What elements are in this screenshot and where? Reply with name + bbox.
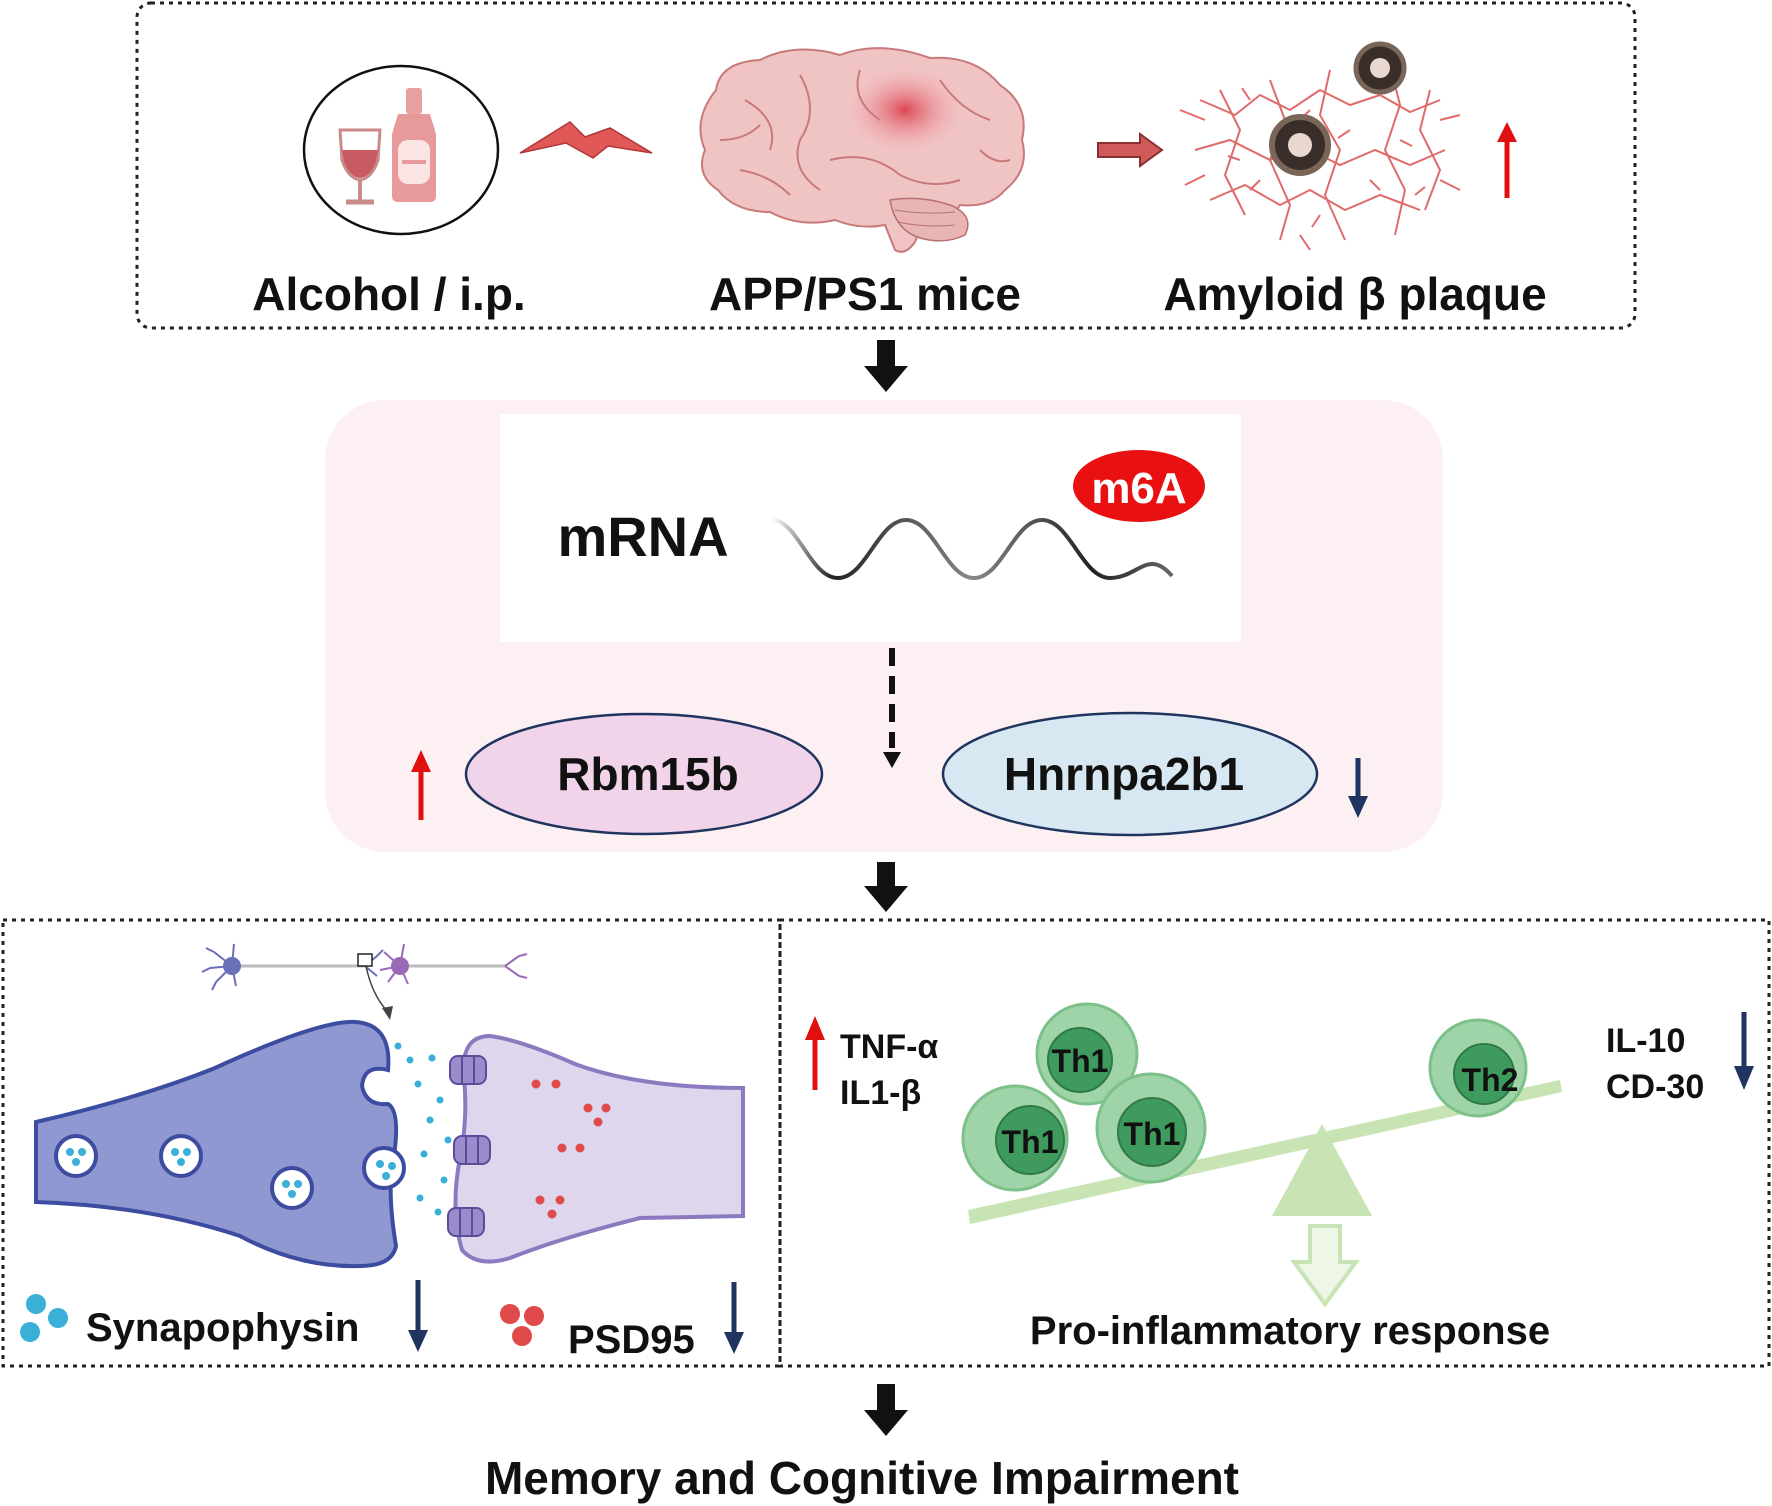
th1-cell-top: Th1 — [1035, 1002, 1139, 1106]
outcome-label: Memory and Cognitive Impairment — [485, 1452, 1239, 1504]
flow-arrow-1-icon — [864, 340, 908, 392]
right-arrow-icon — [1097, 132, 1164, 168]
wine-glass-icon — [338, 128, 382, 205]
mrna-label: mRNA — [557, 505, 728, 568]
double-arrow-icon — [1290, 1224, 1360, 1308]
hnrnpa2b1-node: Hnrnpa2b1 — [941, 711, 1319, 837]
il10-label: IL-10 — [1606, 1022, 1685, 1060]
synapse-illustration — [34, 1019, 745, 1269]
flow-arrow-2-icon — [864, 862, 908, 912]
il1-label: IL1-β — [840, 1074, 921, 1112]
seesaw-fulcrum — [1272, 1124, 1372, 1216]
bottom-right-frame — [778, 918, 1771, 1368]
psd95-down-arrow-icon — [724, 1282, 744, 1354]
th2-label: Th2 — [1462, 1062, 1519, 1098]
th1-cell-right: Th1 — [1095, 1072, 1207, 1184]
psd95-dots — [531, 1079, 611, 1219]
th1-label: Th1 — [1124, 1116, 1181, 1152]
hnrnpa2b1-down-arrow-icon — [1348, 758, 1368, 818]
cd30-label: CD-30 — [1606, 1068, 1704, 1106]
neuron-pair-illustration — [201, 943, 528, 1020]
th1-label: Th1 — [1052, 1043, 1109, 1079]
m6a-label: m6A — [1091, 464, 1186, 513]
th2-cell: Th2 — [1428, 1018, 1528, 1118]
bottle-icon — [392, 88, 436, 202]
dashed-down-arrow-icon — [883, 648, 901, 768]
seesaw-beam — [968, 1080, 1562, 1224]
amyloid-plaque-illustration — [1179, 41, 1461, 251]
rbm15b-up-arrow-icon — [411, 750, 431, 820]
mrna-wave-icon — [771, 517, 1174, 581]
vesicle-group — [54, 1134, 406, 1210]
tnf-label: TNF-α — [840, 1028, 938, 1066]
top-panel-frame — [135, 1, 1637, 330]
presynaptic-terminal — [34, 1019, 399, 1269]
rbm15b-label: Rbm15b — [557, 748, 738, 800]
pro-inflammatory-up-arrow-icon — [805, 1016, 825, 1090]
synapophysin-down-arrow-icon — [408, 1280, 428, 1352]
response-label: Pro-inflammatory response — [1030, 1309, 1550, 1353]
lightning-bolt-icon — [519, 121, 653, 159]
neurotransmitter-dots — [394, 1042, 452, 1216]
th1-label: Th1 — [1002, 1124, 1059, 1160]
plaque-up-arrow-icon — [1497, 122, 1517, 198]
rbm15b-node: Rbm15b — [464, 712, 824, 836]
synapophysin-label: Synapophysin — [86, 1306, 359, 1350]
psd95-label: PSD95 — [568, 1318, 695, 1362]
brain-illustration — [699, 47, 1025, 253]
alcohol-illustration — [302, 64, 500, 236]
synapophysin-legend-icon — [20, 1294, 68, 1342]
postsynaptic-terminal — [453, 1033, 745, 1264]
mice-label: APP/PS1 mice — [709, 268, 1021, 320]
th1-cell-left: Th1 — [961, 1084, 1069, 1192]
alcohol-label: Alcohol / i.p. — [252, 268, 525, 320]
m6a-badge: m6A — [1073, 450, 1205, 522]
receptor-icons — [447, 1055, 491, 1237]
hnrnpa2b1-label: Hnrnpa2b1 — [1004, 748, 1244, 800]
anti-inflammatory-down-arrow-icon — [1734, 1012, 1754, 1090]
plaque-label: Amyloid β plaque — [1163, 268, 1546, 320]
flow-arrow-3-icon — [864, 1384, 908, 1436]
psd95-legend-icon — [500, 1304, 544, 1346]
